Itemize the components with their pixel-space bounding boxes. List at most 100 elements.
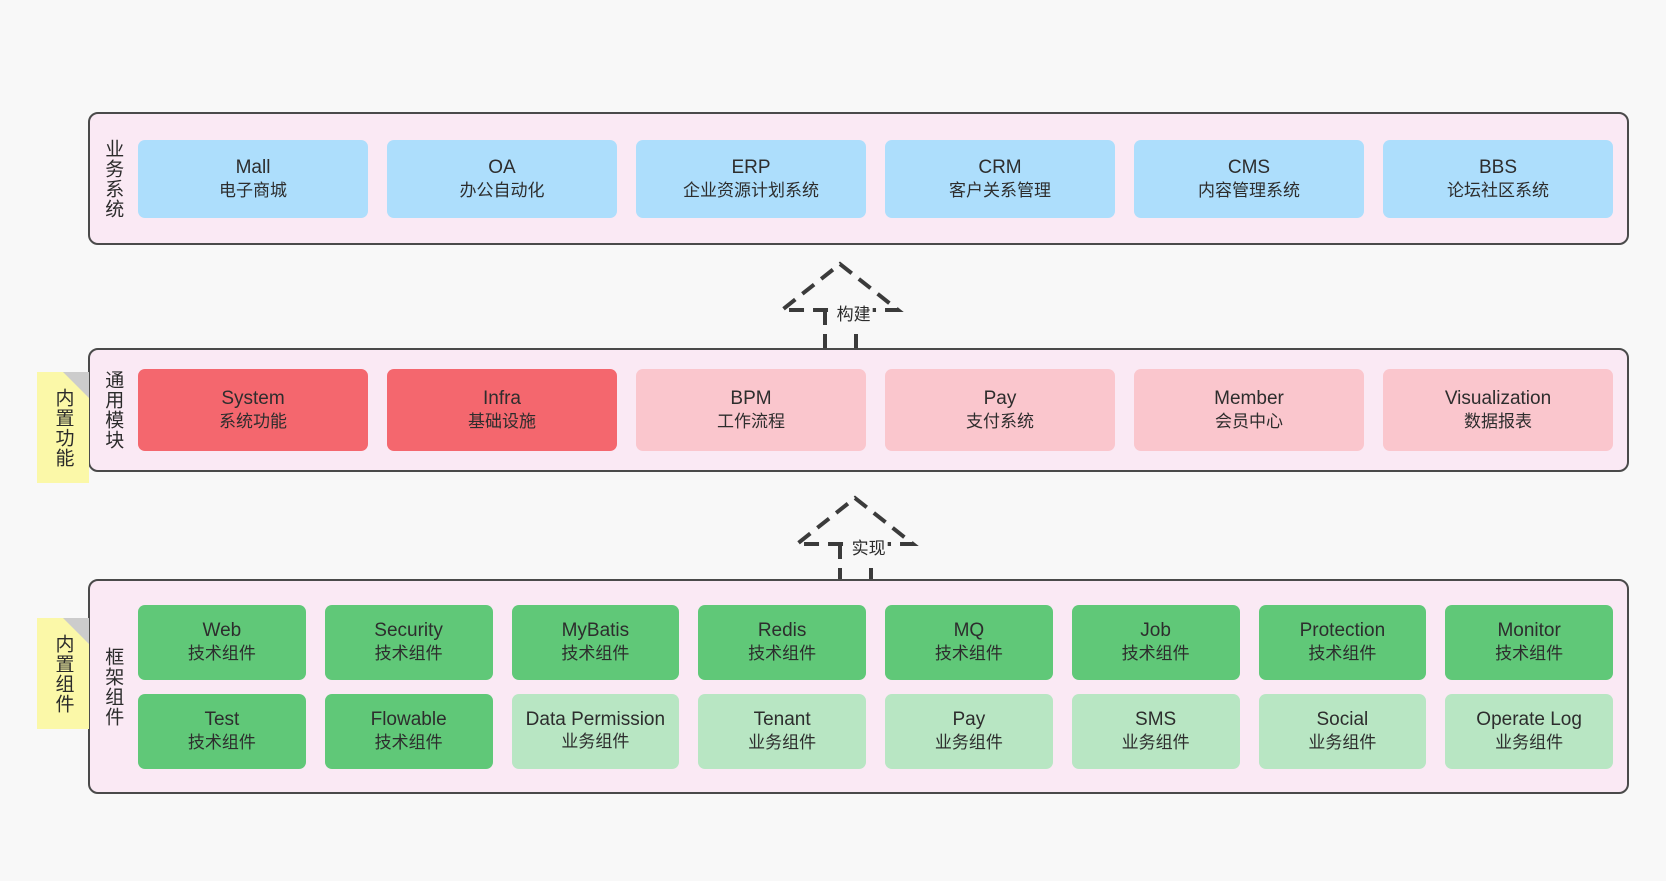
node-flowable[interactable]: Flowable 技术组件 — [324, 693, 493, 769]
node-tenant-cn: 业务组件 — [748, 733, 817, 753]
node-oa[interactable]: OA 办公自动化 — [387, 139, 617, 218]
node-crm-en: CRM — [978, 156, 1022, 178]
node-erp-en: ERP — [731, 156, 771, 178]
layer-body-common-module: System 系统功能 Infra 基础设施 BPM 工作流程 Pay 支付系统… — [134, 350, 1627, 470]
connector-build: 构建 — [760, 258, 920, 358]
node-bbs-en: BBS — [1478, 156, 1518, 178]
node-job-en: Job — [1140, 620, 1171, 642]
node-mall[interactable]: Mall 电子商城 — [138, 139, 368, 218]
layer-title-framework-component: 框架组件 — [102, 646, 124, 727]
node-operate-log-cn: 业务组件 — [1495, 733, 1564, 753]
note-fold-corner-icon — [63, 618, 89, 644]
node-visualization-cn: 数据报表 — [1464, 412, 1532, 432]
node-mq-cn: 技术组件 — [934, 644, 1003, 664]
note-builtin-component: 内置组件 — [37, 618, 89, 729]
node-redis-en: Redis — [757, 620, 807, 642]
node-erp[interactable]: ERP 企业资源计划系统 — [636, 139, 866, 218]
node-infra-en: Infra — [482, 388, 522, 410]
node-mybatis-cn: 技术组件 — [561, 644, 630, 664]
node-system[interactable]: System 系统功能 — [138, 369, 368, 451]
layer-business-system: 业务系统 Mall 电子商城 OA 办公自动化 ERP 企业资源计划系统 CRM… — [88, 112, 1629, 245]
node-security-cn: 技术组件 — [374, 644, 443, 664]
row-framework-business: Test 技术组件 Flowable 技术组件 Data Permission … — [138, 693, 1613, 769]
node-visualization-en: Visualization — [1444, 388, 1552, 410]
node-monitor-en: Monitor — [1497, 620, 1561, 642]
node-monitor-cn: 技术组件 — [1495, 644, 1564, 664]
layer-framework-component: 框架组件 Web 技术组件 Security 技术组件 MyBatis 技术组件… — [88, 579, 1629, 794]
node-sms-cn: 业务组件 — [1121, 733, 1190, 753]
note-builtin-feature-label: 内置功能 — [52, 387, 74, 468]
connector-implement-label: 实现 — [849, 534, 888, 559]
layer-common-module: 通用模块 System 系统功能 Infra 基础设施 BPM 工作流程 Pay… — [88, 348, 1629, 472]
node-protection-en: Protection — [1299, 620, 1386, 642]
layer-title-common-module: 通用模块 — [102, 370, 124, 450]
node-test-cn: 技术组件 — [187, 733, 256, 753]
node-pay-module[interactable]: Pay 支付系统 — [885, 369, 1115, 451]
node-cms[interactable]: CMS 内容管理系统 — [1134, 139, 1364, 218]
note-builtin-feature: 内置功能 — [37, 372, 89, 483]
node-member-en: Member — [1214, 388, 1284, 410]
node-test[interactable]: Test 技术组件 — [138, 693, 306, 769]
node-crm-cn: 客户关系管理 — [949, 180, 1051, 200]
node-mq[interactable]: MQ 技术组件 — [885, 604, 1053, 680]
node-data-permission-cn: 业务组件 — [561, 731, 630, 751]
row-module: System 系统功能 Infra 基础设施 BPM 工作流程 Pay 支付系统… — [138, 369, 1613, 451]
node-data-permission-en: Data Permission — [525, 708, 666, 730]
node-bbs[interactable]: BBS 论坛社区系统 — [1383, 139, 1613, 218]
node-security[interactable]: Security 技术组件 — [324, 604, 493, 680]
node-web[interactable]: Web 技术组件 — [138, 604, 306, 680]
node-social-en: Social — [1316, 709, 1369, 731]
node-security-en: Security — [374, 620, 443, 642]
node-job-cn: 技术组件 — [1121, 644, 1190, 664]
node-erp-cn: 企业资源计划系统 — [683, 180, 819, 200]
node-bpm-en: BPM — [730, 388, 772, 410]
node-system-en: System — [221, 388, 285, 410]
node-cms-en: CMS — [1227, 156, 1271, 178]
connector-implement: 实现 — [775, 492, 935, 592]
node-mq-en: MQ — [953, 620, 985, 642]
node-mybatis[interactable]: MyBatis 技术组件 — [511, 604, 680, 680]
node-member-cn: 会员中心 — [1215, 412, 1283, 432]
node-redis-cn: 技术组件 — [748, 644, 817, 664]
node-sms[interactable]: SMS 业务组件 — [1071, 693, 1240, 769]
node-social[interactable]: Social 业务组件 — [1258, 693, 1427, 769]
node-test-en: Test — [204, 709, 240, 731]
connector-build-label: 构建 — [834, 300, 873, 325]
node-data-permission[interactable]: Data Permission 业务组件 — [511, 693, 680, 769]
node-pay-component[interactable]: Pay 业务组件 — [885, 693, 1053, 769]
node-operate-log-en: Operate Log — [1476, 709, 1582, 731]
layer-title-business-system: 业务系统 — [102, 138, 124, 219]
node-bpm-cn: 工作流程 — [717, 412, 785, 432]
node-web-en: Web — [202, 620, 242, 642]
node-member[interactable]: Member 会员中心 — [1134, 369, 1364, 451]
node-pay-component-cn: 业务组件 — [934, 733, 1003, 753]
layer-body-business-system: Mall 电子商城 OA 办公自动化 ERP 企业资源计划系统 CRM 客户关系… — [134, 114, 1627, 243]
node-operate-log[interactable]: Operate Log 业务组件 — [1445, 693, 1613, 769]
node-oa-cn: 办公自动化 — [459, 180, 545, 200]
node-pay-module-cn: 支付系统 — [966, 412, 1034, 432]
node-redis[interactable]: Redis 技术组件 — [698, 604, 866, 680]
node-sms-en: SMS — [1135, 709, 1177, 731]
node-bbs-cn: 论坛社区系统 — [1447, 180, 1549, 200]
node-monitor[interactable]: Monitor 技术组件 — [1445, 604, 1613, 680]
node-visualization[interactable]: Visualization 数据报表 — [1383, 369, 1613, 451]
node-crm[interactable]: CRM 客户关系管理 — [885, 139, 1115, 218]
node-system-cn: 系统功能 — [219, 412, 287, 432]
row-framework-tech: Web 技术组件 Security 技术组件 MyBatis 技术组件 Redi… — [138, 604, 1613, 680]
row-business: Mall 电子商城 OA 办公自动化 ERP 企业资源计划系统 CRM 客户关系… — [138, 139, 1613, 218]
node-protection-cn: 技术组件 — [1308, 644, 1377, 664]
node-mybatis-en: MyBatis — [561, 620, 630, 642]
node-protection[interactable]: Protection 技术组件 — [1258, 604, 1427, 680]
node-mall-en: Mall — [235, 156, 271, 178]
node-oa-en: OA — [488, 156, 516, 178]
node-infra-cn: 基础设施 — [468, 412, 536, 432]
node-job[interactable]: Job 技术组件 — [1071, 604, 1240, 680]
layer-body-framework-component: Web 技术组件 Security 技术组件 MyBatis 技术组件 Redi… — [134, 581, 1627, 792]
node-bpm[interactable]: BPM 工作流程 — [636, 369, 866, 451]
node-infra[interactable]: Infra 基础设施 — [387, 369, 617, 451]
node-cms-cn: 内容管理系统 — [1198, 180, 1300, 200]
node-mall-cn: 电子商城 — [219, 180, 287, 200]
node-flowable-cn: 技术组件 — [374, 733, 443, 753]
node-tenant[interactable]: Tenant 业务组件 — [698, 693, 866, 769]
